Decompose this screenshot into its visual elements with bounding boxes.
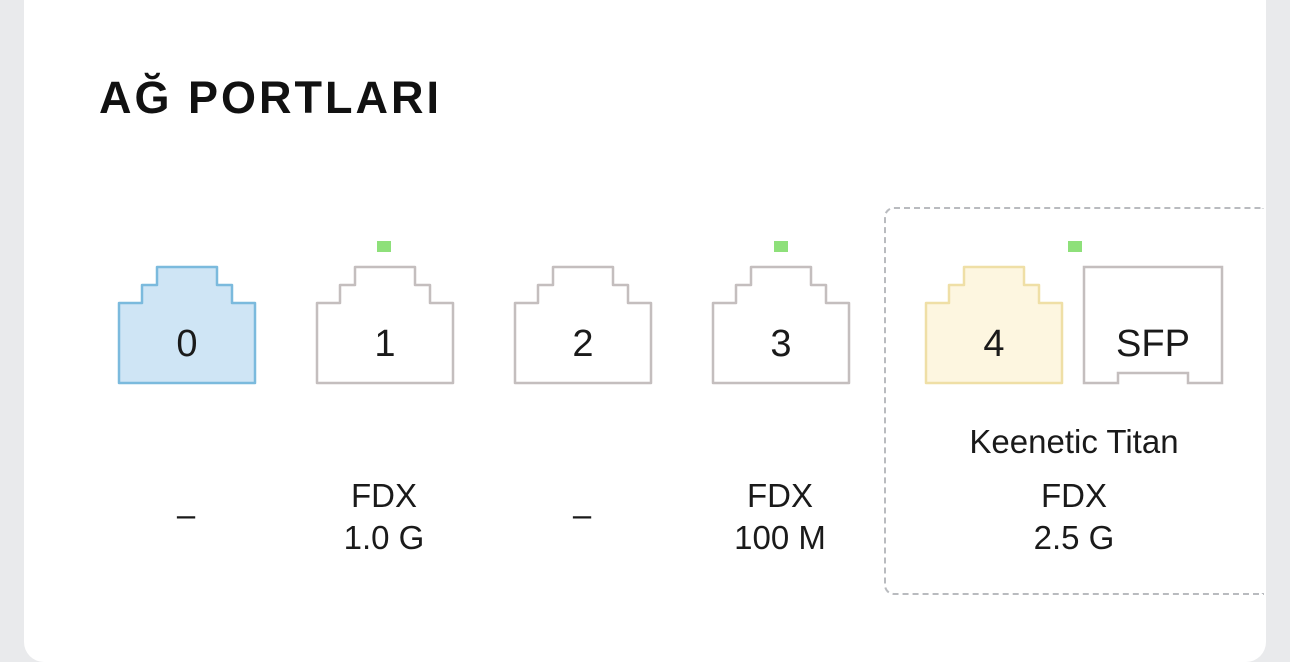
port-3-speed: 100 M bbox=[734, 519, 826, 556]
port-4-icon[interactable] bbox=[922, 265, 1066, 385]
sfp-port-label: SFP bbox=[1116, 323, 1190, 365]
page-title: AĞ PORTLARI bbox=[99, 72, 442, 123]
port-3-link-led bbox=[774, 241, 788, 252]
port-1-speed: 1.0 G bbox=[343, 519, 425, 556]
device-group-box bbox=[884, 207, 1264, 595]
port-4-duplex: FDX bbox=[1041, 477, 1107, 514]
port-1-duplex: FDX bbox=[351, 477, 417, 514]
port-3-status: FDX 100 M bbox=[700, 475, 860, 559]
port-2-icon[interactable] bbox=[511, 265, 655, 385]
port-1-link-led bbox=[377, 241, 391, 252]
port-1-label: 1 bbox=[374, 323, 396, 365]
port-4-label: 4 bbox=[983, 323, 1005, 365]
port-3-duplex: FDX bbox=[747, 477, 813, 514]
port-1-icon[interactable] bbox=[313, 265, 457, 385]
port-3-icon[interactable] bbox=[709, 265, 853, 385]
port-0-status-text: – bbox=[176, 496, 196, 533]
device-group-label: Keenetic Titan bbox=[969, 423, 1179, 460]
port-0-status: – bbox=[106, 494, 266, 536]
port-0-label: 0 bbox=[176, 323, 198, 365]
port-2-status-text: – bbox=[572, 496, 592, 533]
port-2-status: – bbox=[502, 494, 662, 536]
sfp-port-icon[interactable] bbox=[1080, 265, 1226, 385]
port-0-icon[interactable] bbox=[115, 265, 259, 385]
port-4-speed: 2.5 G bbox=[1033, 519, 1115, 556]
port-3-label: 3 bbox=[770, 323, 792, 365]
port-4-status: FDX 2.5 G bbox=[994, 475, 1154, 559]
port-4-link-led bbox=[1068, 241, 1082, 252]
port-1-status: FDX 1.0 G bbox=[304, 475, 464, 559]
port-2-label: 2 bbox=[572, 323, 594, 365]
